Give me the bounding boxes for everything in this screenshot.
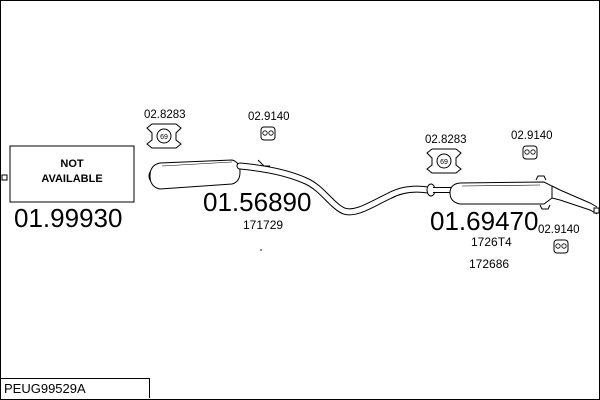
clamp-icon-front: 69 — [146, 123, 182, 149]
not-available-line2: AVAILABLE — [41, 173, 102, 185]
clamp-size-front: 69 — [160, 134, 168, 141]
front-pipe — [237, 163, 431, 215]
rear-muffler — [433, 175, 600, 215]
oem-code-rear-1: 1726T4 — [471, 235, 512, 249]
clamp-size-rear: 69 — [440, 159, 448, 166]
part-number-not-available: 01.99930 — [14, 203, 122, 233]
clamp-number-front: 02.8283 — [144, 109, 186, 121]
reference-code: PEUG99529A — [4, 381, 86, 396]
hanger-number-front: 02.9140 — [248, 111, 290, 123]
front-muffler — [148, 159, 270, 190]
not-available-line1: NOT — [60, 158, 84, 170]
part-number-rear: 01.69470 — [430, 206, 538, 236]
oem-code-front: 171729 — [243, 218, 283, 232]
clamp-icon-rear: 69 — [426, 148, 462, 174]
part-number-front: 01.56890 — [203, 187, 311, 217]
reference-box: PEUG99529A — [0, 378, 150, 398]
clamp-number-rear: 02.8283 — [425, 134, 467, 146]
not-available-box: NOT AVAILABLE — [9, 145, 135, 203]
hanger-number-rear-top: 02.9140 — [511, 130, 553, 142]
oem-code-rear-2: 172686 — [469, 257, 509, 271]
hanger-icon-rear-top — [522, 145, 538, 160]
hanger-number-rear-bottom: 02.9140 — [538, 224, 580, 236]
left-connector — [1, 174, 8, 181]
hanger-icon-front — [260, 126, 276, 141]
hanger-icon-rear-bottom — [553, 239, 569, 254]
dot-marker — [260, 249, 262, 251]
